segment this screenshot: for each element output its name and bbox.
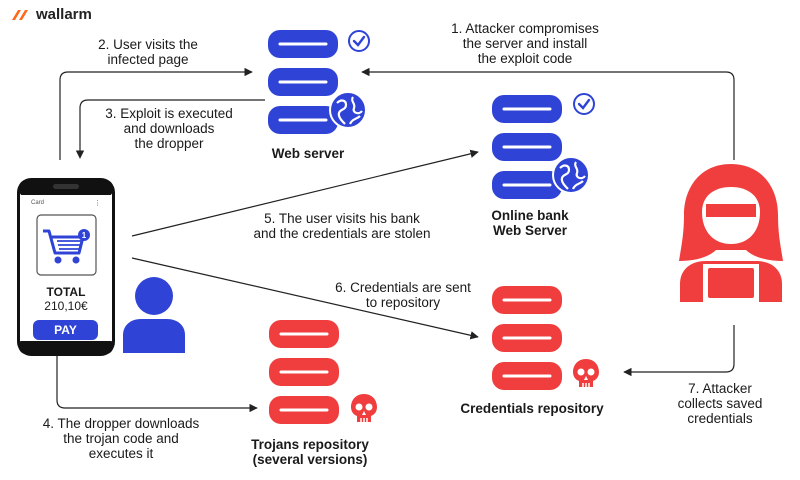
globe-icon — [329, 91, 367, 129]
database-icon — [268, 30, 338, 134]
arrow-attacker-collects — [623, 325, 735, 377]
database-icon — [492, 286, 562, 390]
phone-menu-icon: ⋮ — [94, 200, 101, 207]
globe-icon — [552, 156, 590, 194]
cart-badge: 1 — [81, 231, 87, 240]
brand-name: wallarm — [36, 6, 92, 23]
cred-repo-label: Credentials repository — [460, 401, 604, 416]
arrow-to-bank — [131, 149, 479, 237]
shopping-cart-icon — [43, 229, 90, 264]
step-3-label: 3. Exploit is executed and downloads the… — [105, 106, 233, 151]
wallarm-logo-icon — [12, 9, 28, 20]
skull-icon — [351, 394, 377, 422]
arrow-dropper-downloads — [56, 356, 258, 413]
step-7-label: 7. Attacker collects saved credentials — [677, 381, 763, 426]
trojan-repo-label: Trojans repository (several versions) — [251, 437, 369, 467]
step-2-label: 2. User visits the infected page — [98, 37, 198, 67]
phone-amount: 210,10€ — [44, 299, 88, 313]
step-1-label: 1. Attacker compromises the server and i… — [451, 21, 599, 66]
arrow-to-cred-repo — [131, 257, 479, 340]
step-4-label: 4. The dropper downloads the trojan code… — [42, 416, 200, 461]
phone-total-label: TOTAL — [46, 285, 86, 299]
skull-icon — [573, 359, 599, 387]
hacker-icon — [679, 164, 783, 302]
phone-card-label: Card — [31, 200, 45, 206]
user-icon — [123, 277, 185, 353]
bank-server-label: Online bank Web Server — [491, 208, 569, 238]
step-5-label: 5. The user visits his bank and the cred… — [253, 211, 431, 241]
checkmark-icon — [573, 93, 595, 115]
pay-button[interactable]: PAY — [33, 320, 98, 340]
brand-logo: wallarm — [10, 6, 92, 23]
arrow-exploit-downloads — [75, 99, 265, 159]
database-icon — [269, 320, 339, 424]
web-server-label: Web server — [271, 146, 345, 161]
checkmark-icon — [348, 30, 370, 52]
arrow-user-visits — [59, 67, 253, 160]
database-icon — [492, 95, 562, 199]
step-6-label: 6. Credentials are sent to repository — [335, 280, 471, 310]
arrow-attacker-to-webserver — [361, 67, 735, 160]
